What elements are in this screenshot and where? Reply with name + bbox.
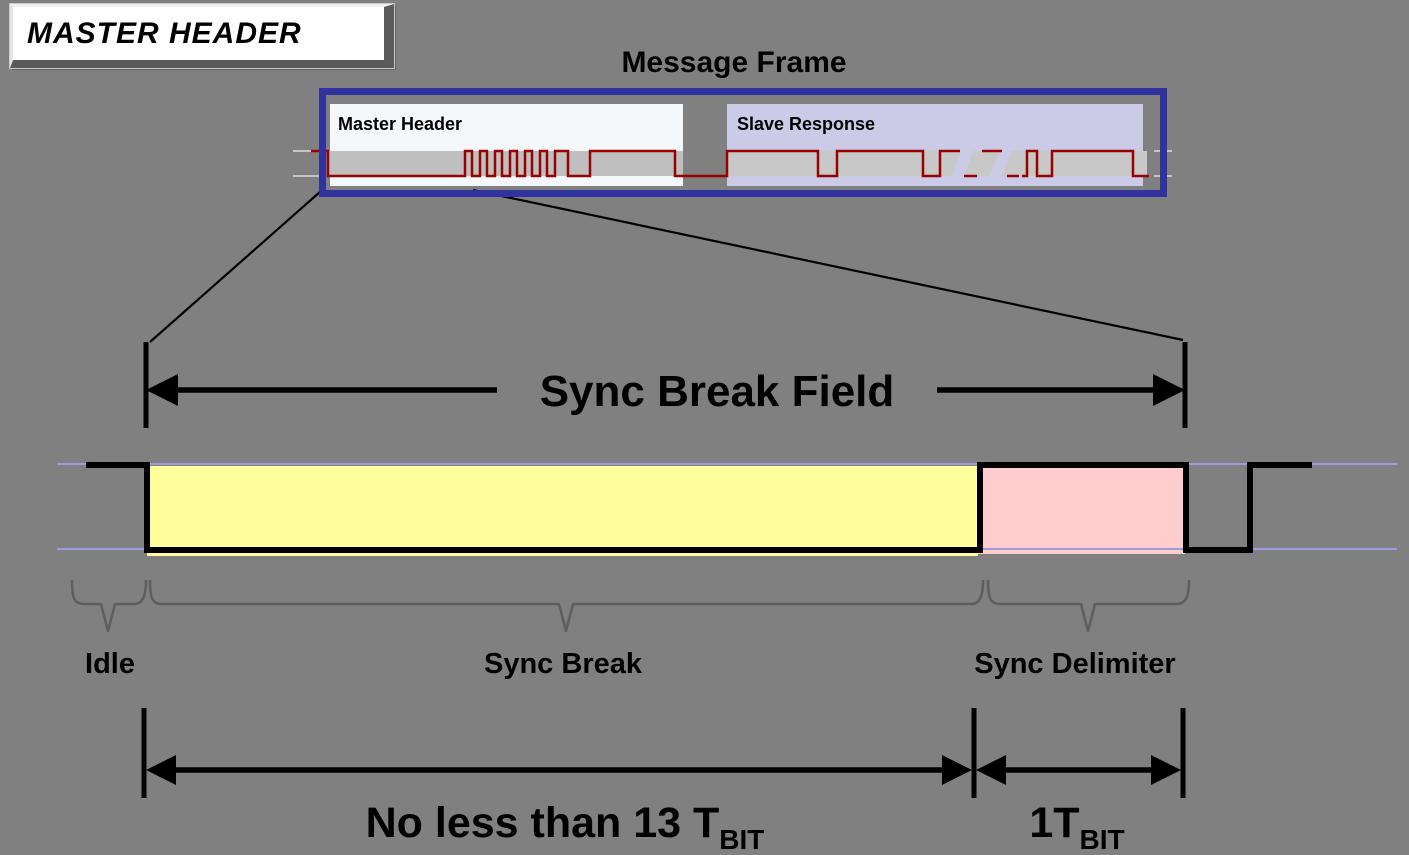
segment-braces: [70, 579, 1191, 633]
sync-break-field-dimension: [143, 342, 1188, 428]
duration-ticks: [141, 708, 1186, 798]
arrowhead-right-icon: [1153, 374, 1185, 406]
arrowhead-left-icon: [976, 755, 1006, 785]
break-slash-marks: [950, 146, 1013, 181]
slave-response-label: Slave Response: [737, 114, 876, 134]
frame-bus-waveform-dashes: [964, 149, 1019, 178]
arrowhead-left-icon: [146, 755, 176, 785]
arrowhead-left-icon: [146, 374, 178, 406]
sync-break-label: Sync Break: [484, 648, 642, 680]
arrowhead-right-icon: [1151, 755, 1181, 785]
duration-dimensions: [141, 708, 1186, 798]
arrowhead-right-icon: [942, 755, 972, 785]
sync-delimiter-label: Sync Delimiter: [974, 648, 1176, 680]
master-header-signal-band: [328, 151, 683, 176]
sync-break-field-label: Sync Break Field: [539, 367, 895, 416]
sync-break-fill: [147, 466, 978, 556]
sync-delimiter-duration-text: 1T: [1029, 799, 1080, 847]
master-header-label: Master Header: [338, 114, 463, 134]
idle-label: Idle: [85, 648, 135, 680]
sync-break-field-ticks: [143, 342, 1188, 428]
sync-break-duration-label: No less than 13 TBIT: [315, 799, 815, 855]
sync-delimiter-duration-label: 1TBIT: [952, 799, 1202, 855]
signal-level-lines: [57, 463, 1397, 550]
sync-break-duration-text: No less than 13 T: [365, 799, 720, 847]
sync-delimiter-fill: [978, 466, 1185, 554]
master-header-title: MASTER HEADER: [27, 16, 302, 50]
frame-bus-waveform: [311, 149, 1149, 178]
frame-level-stub-lines: [293, 150, 1172, 177]
detail-waveform: [86, 462, 1312, 553]
master-header-title-plate: MASTER HEADER: [10, 4, 394, 68]
zoom-expansion-lines: [149, 188, 1184, 343]
message-frame-border: [319, 88, 1167, 197]
slave-response-signal-band: [727, 151, 1147, 176]
tbit-subscript: BIT: [1079, 824, 1125, 855]
tbit-subscript: BIT: [719, 824, 765, 855]
sync-delimiter-brace: [986, 579, 1191, 633]
sync-break-brace: [148, 579, 985, 633]
message-frame-title: Message Frame: [621, 46, 847, 79]
idle-brace: [70, 579, 148, 633]
